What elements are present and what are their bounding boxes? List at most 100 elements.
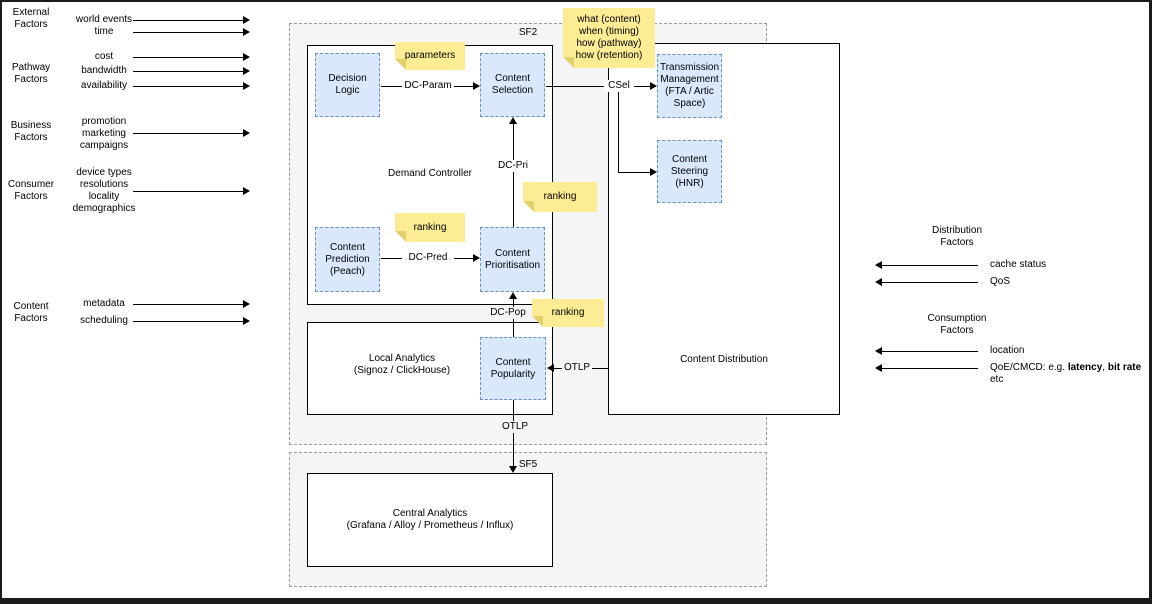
edge-label-otlp-down: OTLP [500, 421, 530, 433]
frame-bottom [0, 598, 1152, 604]
edge-csel-branch-horizontal [618, 172, 650, 173]
note-line-how-pathway: how (pathway) [576, 38, 642, 49]
node-decision-logic: Decision Logic [315, 53, 380, 117]
sf5-group-label: SF5 [518, 459, 538, 470]
central-analytics-box [307, 473, 553, 567]
edge-csel [546, 86, 650, 87]
arrow-scheduling [133, 321, 243, 322]
arrowhead-right [243, 82, 250, 90]
arrowhead-right [243, 300, 250, 308]
factor-label-bandwidth: bandwidth [81, 65, 127, 76]
arrowhead-right [243, 187, 250, 195]
factor-label-qoe-cmcd: QoE/CMCD: e.g. latency, bit rate etc [990, 362, 1150, 386]
factor-label-world-events: world events [75, 14, 133, 25]
factor-label-promotion-marketing-campaigns: promotion marketing campaigns [79, 116, 129, 151]
edge-label-dc-pri: DC-Pri [495, 160, 531, 172]
note-ranking-prioritisation: ranking [523, 182, 597, 212]
heading-content-factors: Content Factors [13, 301, 49, 324]
arrow-location [882, 351, 978, 352]
heading-consumption-factors: Consumption Factors [927, 313, 987, 336]
heading-pathway-factors: Pathway Factors [11, 62, 51, 85]
content-distribution-label: Content Distribution [680, 354, 768, 365]
qoe-mid: , [1102, 362, 1108, 373]
factor-label-time: time [94, 26, 114, 37]
arrowhead-up [509, 292, 517, 299]
arrowhead-right [243, 129, 250, 137]
arrowhead-right [243, 53, 250, 61]
arrow-qos [882, 282, 978, 283]
arrow-promotion [133, 133, 243, 134]
arrow-world-events [133, 20, 243, 21]
note-ranking-text: ranking [551, 307, 585, 318]
arrowhead-right [243, 16, 250, 24]
note-ranking-popularity: ranking [532, 299, 604, 327]
arrowhead-left [875, 278, 882, 286]
arrow-cache-status [882, 265, 978, 266]
node-transmission-management-label: Transmission Management (FTA / Artic Spa… [659, 62, 720, 109]
heading-consumer-factors: Consumer Factors [7, 179, 55, 202]
note-fold-decoration [395, 59, 406, 70]
arrow-cost [133, 57, 243, 58]
frame-right [1149, 0, 1152, 604]
factor-label-availability: availability [80, 80, 128, 91]
sf2-group-label: SF2 [518, 27, 538, 38]
node-content-popularity-label: Content Popularity [490, 356, 536, 380]
note-line-when: when (timing) [578, 26, 639, 37]
arrowhead-down [509, 466, 517, 473]
node-transmission-management: Transmission Management (FTA / Artic Spa… [657, 54, 722, 118]
frame-left [0, 0, 2, 604]
note-line-what: what (content) [577, 14, 641, 25]
arrowhead-right [473, 254, 480, 262]
qoe-latency: latency [1067, 362, 1103, 373]
arrowhead-left [547, 364, 554, 372]
node-content-prediction: Content Prediction (Peach) [315, 227, 380, 292]
arrow-time [133, 32, 243, 33]
node-decision-logic-label: Decision Logic [328, 73, 367, 96]
arrowhead-right [243, 67, 250, 75]
heading-business-factors: Business Factors [10, 120, 52, 143]
note-selection-outputs: what (content) when (timing) how (pathwa… [563, 8, 655, 68]
edge-label-dc-param: DC-Param [402, 80, 454, 92]
local-analytics-label: Local Analytics (Signoz / ClickHouse) [353, 353, 451, 376]
node-content-steering: Content Steering (HNR) [657, 140, 722, 203]
factor-label-location: location [990, 345, 1025, 356]
edge-label-dc-pred: DC-Pred [402, 252, 454, 264]
arrow-qoe-cmcd [882, 368, 978, 369]
edge-csel-branch-vertical [618, 87, 619, 172]
arrowhead-left [875, 347, 882, 355]
arrow-availability [133, 86, 243, 87]
edge-label-csel: CSel [604, 80, 634, 92]
note-fold-decoration [532, 316, 543, 327]
node-content-selection: Content Selection [480, 53, 545, 117]
factor-label-cache-status: cache status [990, 259, 1047, 270]
note-line-how-retention: how (retention) [575, 50, 643, 61]
edge-dc-pri [513, 124, 514, 227]
edge-label-dc-pop: DC-Pop [489, 307, 527, 319]
edge-otlp-down [513, 400, 514, 466]
node-content-prioritisation: Content Prioritisation [480, 227, 545, 292]
heading-distribution-factors: Distribution Factors [931, 225, 983, 248]
content-distribution-box [608, 43, 840, 415]
note-ranking-text: ranking [543, 191, 577, 202]
arrowhead-right [473, 82, 480, 90]
factor-label-cost: cost [94, 51, 114, 62]
qoe-suffix: etc [990, 374, 1004, 385]
node-content-popularity: Content Popularity [480, 337, 546, 400]
demand-controller-label: Demand Controller [388, 168, 472, 179]
note-connector-line [608, 68, 609, 86]
note-fold-decoration [395, 231, 406, 242]
arrowhead-right [243, 317, 250, 325]
factor-label-scheduling: scheduling [80, 315, 128, 326]
arrowhead-right [650, 168, 657, 176]
note-ranking-text: ranking [413, 221, 447, 233]
qoe-prefix: QoE/CMCD: e.g. [990, 362, 1068, 373]
qoe-bitrate: bit rate [1107, 362, 1142, 373]
arrowhead-right [650, 82, 657, 90]
node-content-steering-label: Content Steering (HNR) [670, 153, 709, 189]
factor-label-qos: QoS [990, 276, 1011, 287]
edge-label-otlp-in: OTLP [562, 362, 592, 374]
note-selection-outputs-text: what (content) when (timing) how (pathwa… [576, 14, 643, 62]
arrowhead-right [243, 28, 250, 36]
arrowhead-up [509, 117, 517, 124]
